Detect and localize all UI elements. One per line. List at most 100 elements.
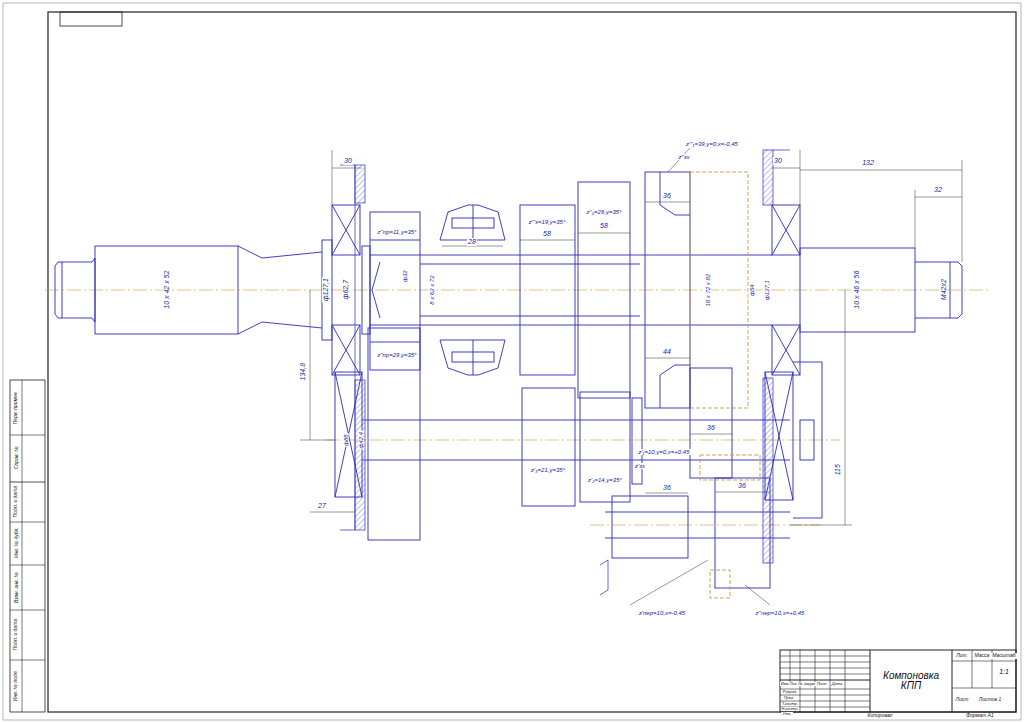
dimension-label: 10 x 72 x 82 xyxy=(705,273,711,308)
drawing-frame-part xyxy=(3,3,1021,720)
main-shaft-part xyxy=(690,172,748,408)
main-shaft-part xyxy=(440,340,505,375)
dimension-label: 58 xyxy=(599,222,609,229)
drawing-frame-part xyxy=(10,660,45,661)
drawing-frame-part xyxy=(10,610,45,611)
dimension-label: 115 xyxy=(834,463,841,476)
dimension-lines-part xyxy=(845,290,846,525)
counter-shaft-part xyxy=(632,398,642,484)
counter-shaft xyxy=(335,328,822,540)
dimension-label: 8 x 62 x 72 xyxy=(429,274,435,305)
main-shaft-part xyxy=(420,264,640,265)
dimension-lines-part xyxy=(962,160,963,262)
main-shaft-part xyxy=(370,342,420,343)
input-shaft-part xyxy=(322,240,332,340)
frame-label: Масса xyxy=(974,653,991,658)
main-shaft-part xyxy=(660,172,690,215)
counter-shaft-part xyxy=(362,460,790,461)
frame-label: Дата xyxy=(831,682,844,686)
output-shaft-part xyxy=(950,262,951,318)
dimension-label: z'''₁=39,γ=0,x=-0,45 xyxy=(685,141,739,147)
dimension-lines-part xyxy=(630,560,708,605)
input-shaft-part xyxy=(362,246,370,334)
input-shaft xyxy=(55,205,380,375)
dimension-label: ф32 xyxy=(402,269,408,283)
input-shaft-part xyxy=(332,325,360,375)
input-shaft-part xyxy=(332,205,360,255)
frame-label: Взам. инв. № xyxy=(13,572,18,605)
counter-shaft-part xyxy=(690,368,732,478)
dimension-label: 36 xyxy=(662,484,672,491)
counter-shaft-part xyxy=(368,328,420,540)
dimension-label: 58 xyxy=(542,230,552,237)
dimension-label: ф42,4 xyxy=(358,431,364,450)
dimension-lines-part xyxy=(300,440,335,441)
dimension-label: 36 xyxy=(737,482,747,489)
dimension-lines-part xyxy=(645,493,688,494)
reverse-shaft-part xyxy=(715,478,770,588)
title-block-part xyxy=(780,680,870,681)
frame-label: Перв. примен. xyxy=(13,390,18,425)
drawing-frame-part xyxy=(10,482,45,483)
center-lines-part xyxy=(590,525,820,526)
dimension-label: z'₃=21,γ=35° xyxy=(530,467,566,473)
input-shaft-part xyxy=(332,325,360,375)
main-shaft-part xyxy=(473,205,474,240)
main-shaft-part xyxy=(440,205,505,240)
main-shaft-part xyxy=(520,205,575,375)
dimension-label: 30 xyxy=(773,157,783,164)
input-shaft-part xyxy=(55,258,95,322)
dimension-lines-part xyxy=(310,512,355,513)
housing-walls xyxy=(340,150,790,595)
output-shaft-part xyxy=(915,262,962,318)
dimension-label: 32 xyxy=(933,186,943,193)
dimension-lines-part xyxy=(715,492,770,493)
frame-label: Лист xyxy=(955,697,970,702)
dimension-label: ф54 xyxy=(749,283,755,297)
dimension-label: 27 xyxy=(317,502,327,509)
reverse-shaft-part xyxy=(612,496,688,558)
frame-label: Утв. xyxy=(781,712,792,716)
dimension-label: z''пр=11,γ=35° xyxy=(377,229,418,235)
frame-label: Масштаб xyxy=(991,653,1016,658)
dimension-label: z'пер=10,x=-0,45 xyxy=(638,610,686,616)
housing-walls-part xyxy=(773,150,790,151)
dimension-lines-part xyxy=(772,168,800,169)
dimension-label: z'зх xyxy=(634,463,646,469)
dimension-label: ф62,7 xyxy=(342,279,349,300)
dimension-lines-part xyxy=(645,358,690,359)
dimension-lines-part xyxy=(520,240,575,241)
input-shaft-part xyxy=(62,262,63,318)
drawing-frame-part xyxy=(22,380,23,712)
drawing-frame-part xyxy=(60,12,122,26)
main-shaft-part xyxy=(645,172,690,408)
drawing-frame-part xyxy=(10,435,45,436)
housing-walls-part xyxy=(355,380,365,530)
title-block-part xyxy=(780,668,870,669)
dimension-label: 134,8 xyxy=(299,362,306,382)
drawing-frame-part xyxy=(10,565,45,566)
input-shaft-part xyxy=(332,205,360,255)
center-lines xyxy=(45,290,990,525)
reverse-shaft-part xyxy=(710,570,730,598)
frame-label: Инв. № подл. xyxy=(13,669,18,702)
output-shaft xyxy=(800,248,962,332)
dimension-lines-part xyxy=(790,525,852,526)
dimension-lines-part xyxy=(310,290,311,440)
main-shaft-part xyxy=(772,325,800,375)
dimension-label: 28 xyxy=(467,238,477,245)
title-block-part xyxy=(780,656,870,657)
dimension-label: z''зх xyxy=(677,154,690,160)
reverse-shaft-part xyxy=(605,538,790,539)
frame-label: Формат A1 xyxy=(965,713,994,718)
counter-shaft-part xyxy=(765,372,793,500)
center-lines-part xyxy=(45,290,990,291)
reverse-shaft xyxy=(605,478,790,598)
frame-label: Подп. xyxy=(816,682,829,686)
input-shaft-part xyxy=(95,246,238,334)
dimension-lines-part xyxy=(745,585,770,605)
dimension-lines xyxy=(300,148,962,605)
frame-label: Разраб. xyxy=(782,690,798,694)
